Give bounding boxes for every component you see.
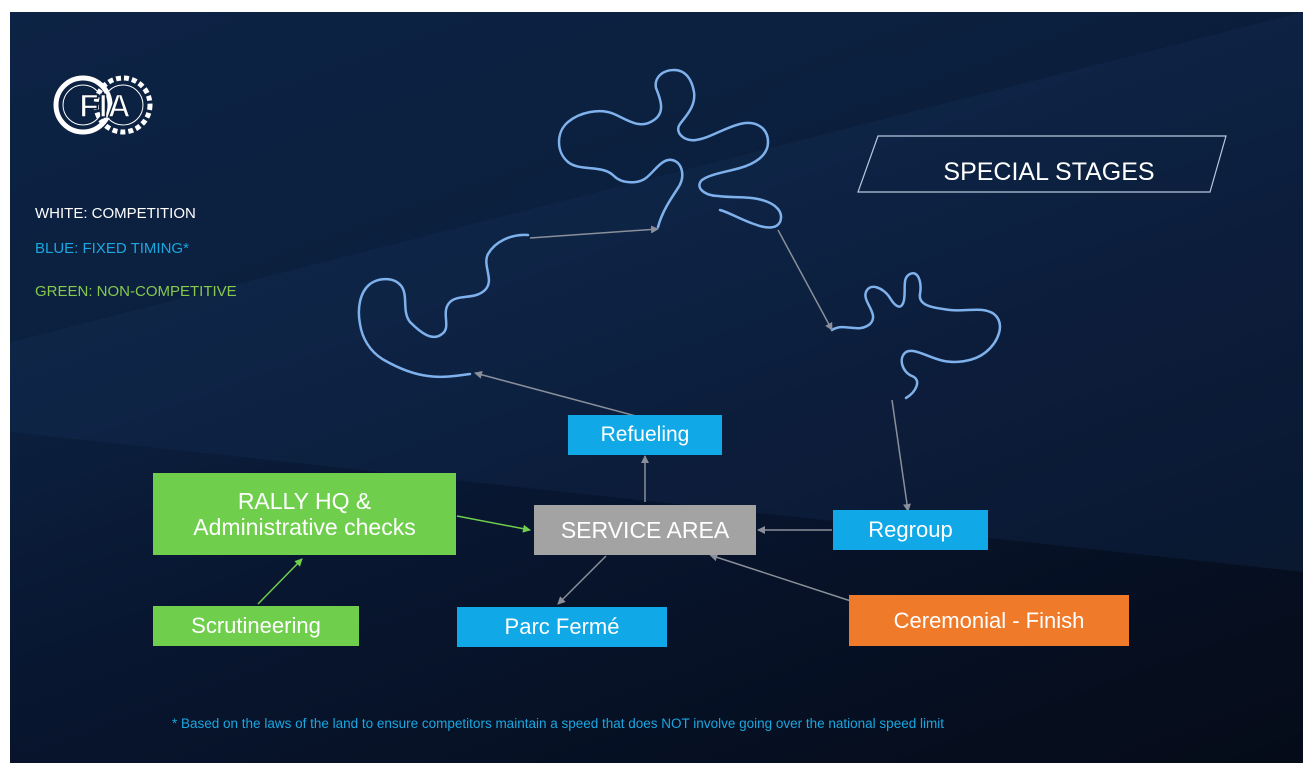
arrow-track3-to-regroup bbox=[891, 399, 911, 512]
parc-ferme-label: Parc Fermé bbox=[504, 614, 620, 640]
svg-text:FIA: FIA bbox=[79, 88, 131, 124]
service-area-box: SERVICE AREA bbox=[534, 505, 756, 555]
special-stages-label: SPECIAL STAGES bbox=[943, 157, 1155, 186]
arrow-refueling-to-track1 bbox=[474, 370, 637, 417]
arrow-track2-to-track3 bbox=[777, 229, 833, 331]
ceremonial-finish-box: Ceremonial - Finish bbox=[849, 595, 1129, 646]
service-area-label: SERVICE AREA bbox=[560, 516, 730, 543]
rally-hq-line1: RALLY HQ & bbox=[237, 487, 372, 514]
parc-ferme-box: Parc Fermé bbox=[457, 607, 667, 647]
scrutineering-box: Scrutineering bbox=[153, 606, 359, 646]
diagram-canvas bbox=[10, 12, 1303, 605]
arrow-rallyhq-to-service bbox=[456, 515, 531, 533]
rally-hq-line2: Administrative checks bbox=[193, 514, 416, 540]
refueling-label: Refueling bbox=[600, 422, 690, 446]
legend-non-competitive: GREEN: NON-COMPETITIVE bbox=[35, 283, 237, 300]
regroup-label: Regroup bbox=[868, 517, 953, 543]
diagram-slide: FIA WHITE: COMPETITION BLUE: FIXED TIMIN… bbox=[10, 12, 1303, 763]
special-stages-frame bbox=[857, 135, 1227, 193]
stage-track-3 bbox=[830, 271, 1002, 400]
arrow-service-ceremonial bbox=[709, 553, 861, 605]
background-sheen bbox=[10, 12, 1303, 572]
legend-fixed-timing: BLUE: FIXED TIMING* bbox=[35, 240, 189, 257]
legend-competition: WHITE: COMPETITION bbox=[35, 205, 196, 222]
arrow-track1-to-track2 bbox=[529, 225, 659, 239]
fia-logo: FIA bbox=[53, 75, 153, 135]
arrow-scrutineering-to-rallyhq bbox=[257, 558, 303, 605]
rally-hq-box: RALLY HQ & Administrative checks bbox=[153, 473, 456, 555]
ceremonial-finish-label: Ceremonial - Finish bbox=[893, 607, 1085, 633]
regroup-box: Regroup bbox=[833, 510, 988, 550]
stage-track-2 bbox=[557, 68, 783, 229]
footnote: * Based on the laws of the land to ensur… bbox=[172, 716, 944, 731]
arrow-service-to-parc-ferme bbox=[557, 555, 607, 605]
refueling-box: Refueling bbox=[568, 415, 722, 455]
stage-track-1 bbox=[357, 233, 530, 379]
scrutineering-label: Scrutineering bbox=[191, 613, 321, 639]
